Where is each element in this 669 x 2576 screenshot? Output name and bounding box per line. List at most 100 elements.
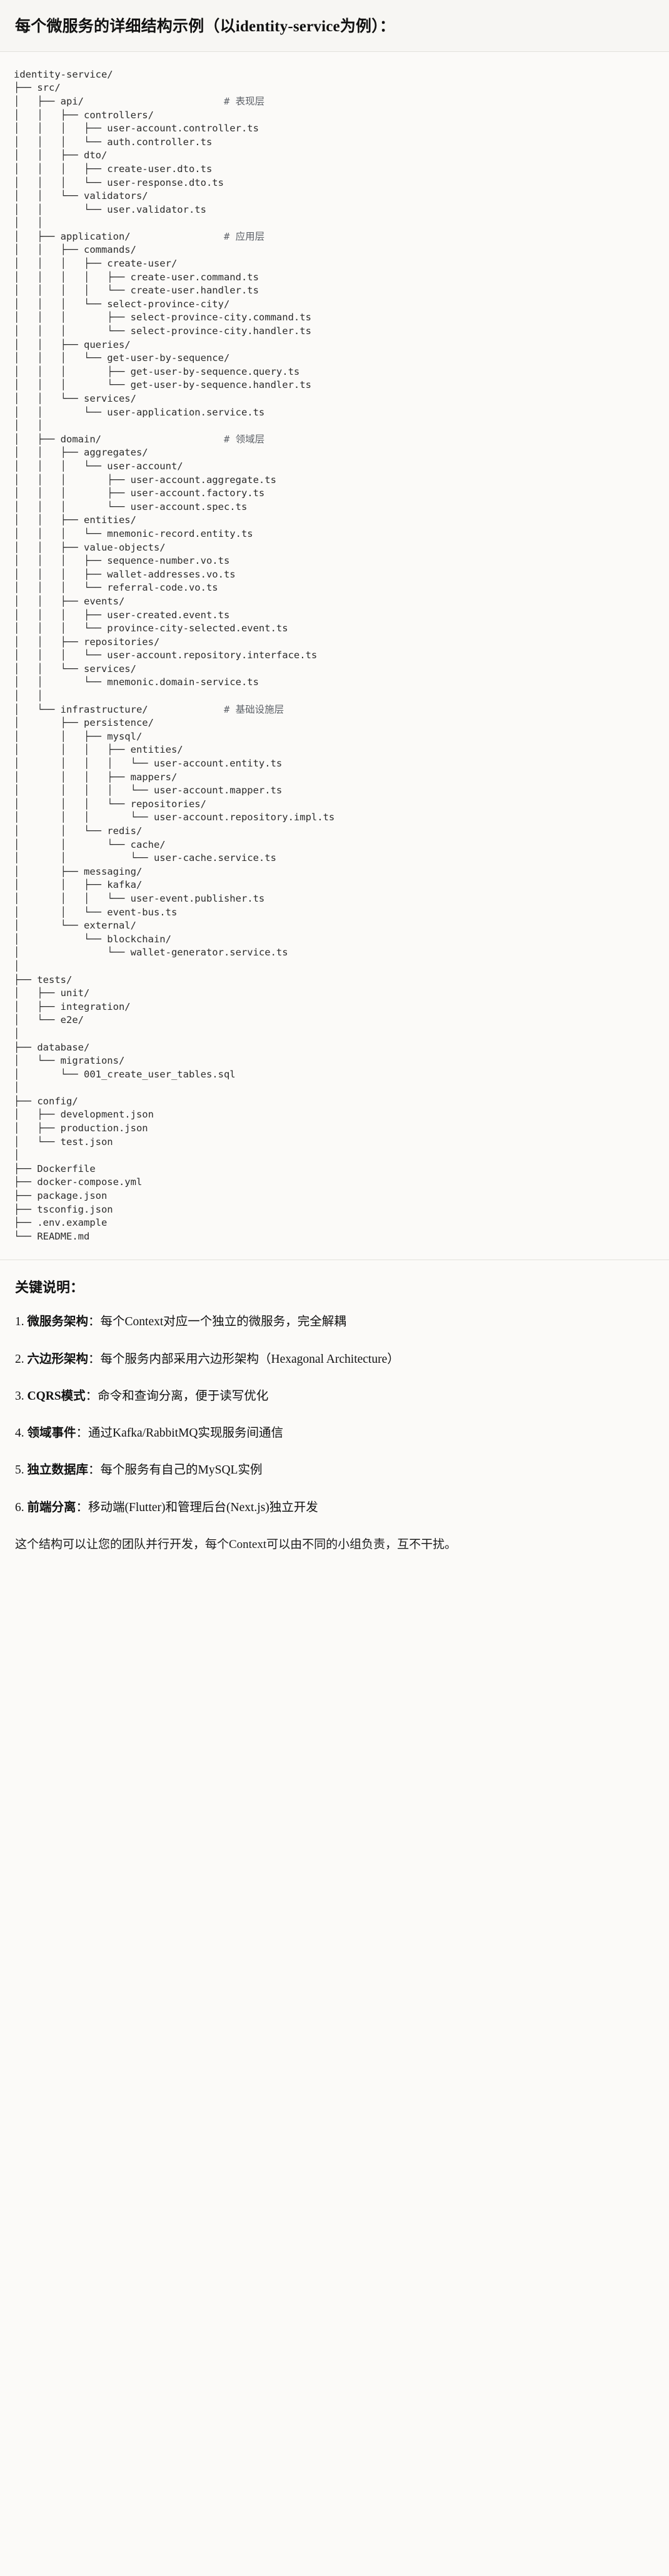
tree-line: identity-service/	[14, 68, 113, 80]
tree-line: │ │ │ └── user-account.repository.interf…	[14, 649, 318, 661]
tree-line: │ │ └── user.validator.ts	[14, 203, 206, 215]
tree-line-comment: # 领域层	[223, 433, 265, 445]
key-note-item: 5. 独立数据库：每个服务有自己的MySQL实例	[15, 1461, 654, 1479]
tree-line: │ │ ├── repositories/	[14, 636, 160, 648]
tree-line: │ ├── application/ # 应用层	[14, 230, 265, 242]
tree-line: │ │ │ └── select-province-city.handler.t…	[14, 325, 311, 337]
tree-line: └── README.md	[14, 1230, 90, 1242]
tree-line: │ │ │ ├── wallet-addresses.vo.ts	[14, 568, 236, 580]
tree-line: │ │ │ └── mnemonic-record.entity.ts	[14, 527, 253, 539]
key-note-term: 六边形架构	[27, 1352, 89, 1366]
tree-line: │ │ ├── mysql/	[14, 730, 143, 742]
tree-line: │ │ │ │ ├── create-user.command.ts	[14, 271, 259, 283]
tree-line: │ │ └── mnemonic.domain-service.ts	[14, 676, 259, 688]
directory-tree-block: identity-service/├── src/│ ├── api/ # 表现…	[0, 51, 669, 1260]
tree-line: │ │ ├── controllers/	[14, 109, 154, 121]
tree-line: │ ├── messaging/	[14, 865, 143, 877]
tree-line: ├── Dockerfile	[14, 1163, 96, 1174]
tree-line: │ └── 001_create_user_tables.sql	[14, 1068, 236, 1080]
tree-line: │ │ │ ├── create-user/	[14, 258, 178, 270]
key-note-index: 5.	[15, 1464, 28, 1477]
key-note-separator: ：	[88, 1352, 101, 1366]
tree-line: │ ├── development.json	[14, 1109, 154, 1121]
tree-line: │ │ │ └── referral-code.vo.ts	[14, 582, 218, 594]
tree-line: │ │ │ └── get-user-by-sequence/	[14, 352, 230, 364]
key-note-index: 2.	[15, 1352, 28, 1366]
tree-line: │ │ │ │ └── user-account.entity.ts	[14, 758, 283, 770]
tree-line: │ │ │ │ └── user-account.mapper.ts	[14, 785, 283, 797]
tree-line: │ │ ├── value-objects/	[14, 541, 166, 553]
tree-line: │ │	[14, 690, 43, 702]
tree-line: │ │ │ │ └── create-user.handler.ts	[14, 285, 259, 297]
key-note-term: 领域事件	[27, 1427, 76, 1440]
key-note-term: CQRS模式	[27, 1389, 86, 1403]
key-notes-list: 1. 微服务架构：每个Context对应一个独立的微服务，完全解耦 2. 六边形架…	[15, 1313, 654, 1517]
tree-line: │ │ │ └── auth.controller.ts	[14, 136, 213, 148]
key-note-separator: ：	[85, 1389, 98, 1403]
tree-line: │ │ ├── aggregates/	[14, 447, 148, 459]
tree-line: │ │ │ ├── user-created.event.ts	[14, 609, 230, 621]
page-title: 每个微服务的详细结构示例（以identity-service为例）：	[15, 18, 396, 35]
key-note-item: 2. 六边形架构：每个服务内部采用六边形架构（Hexagonal Archite…	[15, 1350, 654, 1368]
tree-line: │ │ │ └── repositories/	[14, 798, 206, 810]
key-note-text: 每个服务有自己的MySQL实例	[100, 1464, 263, 1477]
key-note-item: 4. 领域事件：通过Kafka/RabbitMQ实现服务间通信	[15, 1424, 654, 1442]
tree-line: │ │ │ ├── get-user-by-sequence.query.ts	[14, 365, 300, 377]
tree-line: │ ├── production.json	[14, 1123, 148, 1134]
tree-line: │ │ │ ├── mappers/	[14, 771, 178, 783]
key-note-text: 每个Context对应一个独立的微服务，完全解耦	[100, 1315, 346, 1329]
tree-line: ├── .env.example	[14, 1217, 108, 1229]
tree-line: │ ├── integration/	[14, 1000, 131, 1012]
tree-line: │ ├── domain/ # 领域层	[14, 433, 265, 445]
key-note-term: 微服务架构	[27, 1315, 89, 1329]
key-note-term: 独立数据库	[27, 1464, 89, 1477]
tree-line: │ │ │ └── get-user-by-sequence.handler.t…	[14, 379, 311, 391]
tree-line: │ │ │ ├── user-account.aggregate.ts	[14, 474, 276, 486]
tree-line-comment: # 表现层	[223, 95, 265, 107]
key-note-text: 命令和查询分离，便于读写优化	[98, 1389, 269, 1403]
tree-line: │ │ │ └── user-event.publisher.ts	[14, 892, 265, 904]
key-note-separator: ：	[76, 1500, 89, 1514]
tree-line: │ │ │ ├── user-account.controller.ts	[14, 123, 259, 135]
key-notes-title: 关键说明：	[15, 1280, 84, 1296]
tree-line: ├── docker-compose.yml	[14, 1176, 143, 1188]
tree-line: │ │ │ └── select-province-city/	[14, 298, 230, 310]
tree-line: ├── tests/	[14, 974, 73, 985]
key-note-text: 每个服务内部采用六边形架构（Hexagonal Architecture）	[100, 1352, 400, 1366]
key-note-item: 6. 前端分离：移动端(Flutter)和管理后台(Next.js)独立开发	[15, 1499, 654, 1517]
tree-line: │ │ ├── queries/	[14, 339, 131, 350]
key-note-index: 3.	[15, 1389, 28, 1403]
tree-line: │ └── wallet-generator.service.ts	[14, 947, 288, 959]
tree-line: │ └── infrastructure/ # 基础设施层	[14, 703, 284, 715]
tree-line: │ ├── unit/	[14, 987, 90, 999]
tree-line: ├── database/	[14, 1041, 90, 1053]
tree-line: │ │ └── cache/	[14, 838, 166, 850]
tree-line: │ │ ├── kafka/	[14, 879, 143, 891]
tree-line: ├── src/	[14, 82, 61, 94]
key-note-index: 4.	[15, 1427, 28, 1440]
key-note-item: 1. 微服务架构：每个Context对应一个独立的微服务，完全解耦	[15, 1313, 654, 1331]
tree-line: │ │	[14, 420, 43, 432]
tree-line: │ └── migrations/	[14, 1055, 125, 1067]
tree-line: │ │ │ ├── select-province-city.command.t…	[14, 312, 311, 323]
tree-line: │ ├── persistence/	[14, 717, 154, 729]
tree-line: │ │ └── event-bus.ts	[14, 906, 178, 918]
tree-line: ├── tsconfig.json	[14, 1203, 113, 1215]
tree-line: │ └── e2e/	[14, 1014, 84, 1026]
tree-line: │	[14, 1082, 20, 1094]
tree-line: │ │ │ └── user-account.repository.impl.t…	[14, 812, 335, 823]
tree-line: │ │ ├── events/	[14, 595, 125, 607]
tree-line: │	[14, 960, 20, 972]
tree-line: │ └── test.json	[14, 1136, 113, 1148]
tree-line: │ │ │ └── province-city-selected.event.t…	[14, 623, 288, 634]
tree-line: │ │ └── user-cache.service.ts	[14, 852, 276, 864]
tree-line: │	[14, 1149, 20, 1161]
key-note-item: 3. CQRS模式：命令和查询分离，便于读写优化	[15, 1387, 654, 1405]
tree-line-comment: # 应用层	[223, 230, 265, 242]
key-note-text: 通过Kafka/RabbitMQ实现服务间通信	[88, 1427, 284, 1440]
tree-line: │ └── external/	[14, 920, 136, 932]
tree-line: ├── config/	[14, 1095, 78, 1107]
tree-line: │ │ └── services/	[14, 393, 136, 404]
tree-line: │ │ └── redis/	[14, 825, 143, 837]
tree-line: │ │ │ ├── create-user.dto.ts	[14, 163, 213, 175]
